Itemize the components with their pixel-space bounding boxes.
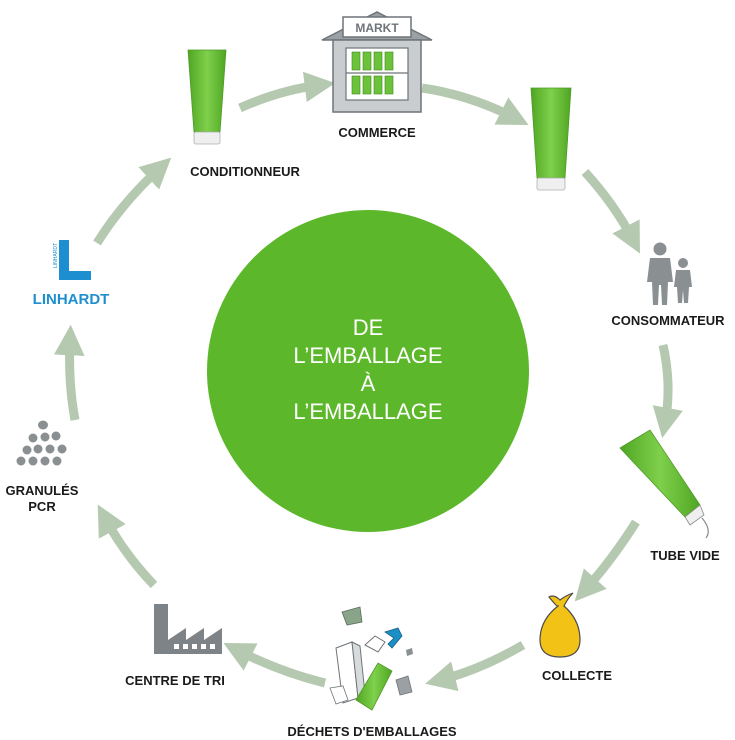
linhardt-logo: LINHARDT LINHARDT [33, 238, 110, 308]
arrow-dechets-centre [223, 643, 327, 688]
center-circle: DE L’EMBALLAGE À L’EMBALLAGE [207, 210, 529, 532]
logo-vertical-text: LINHARDT [53, 243, 59, 268]
label-consommateur: CONSOMMATEUR [611, 313, 725, 328]
label-tube-vide: TUBE VIDE [650, 548, 720, 563]
arrow-collecte-dechets [425, 641, 526, 692]
garbage-bag-icon [539, 592, 581, 658]
empty-tube-icon [619, 429, 709, 539]
logo-name: LINHARDT [33, 291, 110, 308]
label-granules-line1: GRANULÉS [6, 483, 79, 498]
cycle-arrows [53, 71, 683, 692]
label-commerce: COMMERCE [338, 125, 416, 140]
arrow-conditionneur-commerce [238, 71, 336, 113]
center-text-line4: L’EMBALLAGE [293, 399, 442, 424]
center-text-line1: DE [353, 315, 384, 340]
tube-icon [530, 87, 572, 191]
factory-icon [154, 604, 222, 654]
label-granules-line2: PCR [28, 499, 56, 514]
arrow-tube-consommateur [581, 168, 640, 254]
arrow-tubevide-collecte [574, 519, 640, 602]
pellets-icon [16, 420, 67, 466]
center-text-line2: L’EMBALLAGE [293, 343, 442, 368]
people-icon [647, 242, 692, 305]
arrow-granules-linhardt [53, 324, 85, 421]
label-dechets: DÉCHETS D'EMBALLAGES [287, 724, 457, 739]
shop-sign: MARKT [355, 21, 399, 35]
center-text-line3: À [361, 371, 376, 396]
arrow-linhardt-conditionneur [93, 157, 172, 246]
arrow-centre-granules [97, 504, 158, 589]
arrow-commerce-tube [421, 83, 529, 125]
label-conditionneur: CONDITIONNEUR [190, 164, 300, 179]
arrow-consommateur-tubevide [652, 344, 683, 439]
label-centre-de-tri: CENTRE DE TRI [125, 673, 225, 688]
label-collecte: COLLECTE [542, 668, 612, 683]
shop-icon: MARKT [321, 11, 433, 113]
waste-icon [329, 606, 413, 711]
tube-icon [187, 49, 227, 145]
